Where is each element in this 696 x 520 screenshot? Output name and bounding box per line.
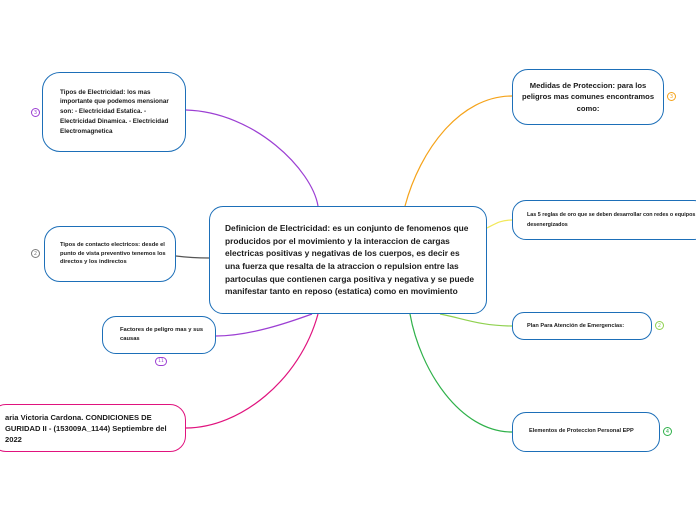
subtopic-count-badge[interactable]: 4	[663, 427, 672, 436]
topic-medidas-proteccion[interactable]: Medidas de Proteccion: para los peligros…	[512, 69, 664, 125]
subtopic-count-badge[interactable]: 3	[31, 108, 40, 117]
topic-author-course[interactable]: aria Victoria Cardona. CONDICIONES DE GU…	[0, 404, 186, 452]
connector-author	[185, 313, 319, 429]
topic-elementos-text: Elementos de Proteccion Personal EPP	[529, 428, 634, 435]
central-topic-text: Definicion de Electricidad: es un conjun…	[225, 223, 475, 297]
topic-tipos-text: Tipos de Electricidad: los mas important…	[60, 88, 169, 135]
topic-tipos-contacto[interactable]: Tipos de contacto electricos: desde el p…	[44, 226, 176, 282]
topic-medidas-text: Medidas de Proteccion: para los peligros…	[521, 80, 655, 113]
topic-reglas-oro[interactable]: Las 5 reglas de oro que se deben desarro…	[512, 200, 696, 240]
topic-author-text: aria Victoria Cardona. CONDICIONES DE GU…	[5, 412, 167, 444]
central-topic-node[interactable]: Definicion de Electricidad: es un conjun…	[209, 206, 487, 314]
connector-reglas	[486, 219, 513, 229]
topic-plan-text: Plan Para Atención de Emergencias:	[527, 322, 625, 329]
subtopic-count-badge[interactable]: 2	[655, 321, 664, 330]
connector-elementos	[409, 313, 513, 433]
topic-contacto-text: Tipos de contacto electricos: desde el p…	[60, 241, 166, 266]
topic-factores-peligro[interactable]: Factores de peligro mas y sus causas	[102, 316, 216, 354]
connector-tipos	[185, 109, 319, 207]
connector-plan	[439, 313, 513, 327]
topic-reglas-text: Las 5 reglas de oro que se deben desarro…	[527, 211, 696, 228]
subtopic-count-badge[interactable]: 2	[31, 249, 40, 258]
connector-factores	[215, 313, 313, 337]
subtopic-count-badge[interactable]: 3	[667, 92, 676, 101]
topic-tipos-electricidad[interactable]: Tipos de Electricidad: los mas important…	[42, 72, 186, 152]
connector-medidas	[404, 95, 513, 207]
connector-contacto	[175, 255, 210, 259]
topic-plan-emergencias[interactable]: Plan Para Atención de Emergencias:	[512, 312, 652, 340]
subtopic-count-badge[interactable]: 11	[155, 357, 167, 366]
topic-factores-text: Factores de peligro mas y sus causas	[120, 327, 204, 342]
topic-elementos-proteccion[interactable]: Elementos de Proteccion Personal EPP	[512, 412, 660, 452]
